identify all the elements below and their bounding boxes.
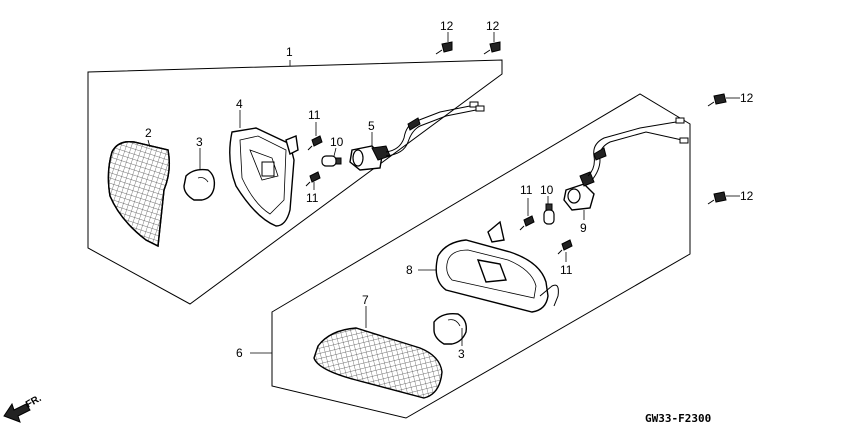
callout-4: 4 — [236, 97, 243, 111]
callout-10-lower: 10 — [540, 183, 554, 197]
callout-5: 5 — [368, 119, 375, 133]
screw-part-11-upper-b — [305, 171, 321, 187]
callout-11-upper-a: 11 — [308, 108, 321, 122]
callout-3-upper: 3 — [196, 135, 203, 149]
screw-part-11-lower-b — [557, 239, 573, 255]
direction-label: FR. — [24, 393, 44, 411]
socket-part-5 — [349, 101, 485, 171]
housing-part-4 — [229, 127, 299, 227]
callout-3-lower: 3 — [458, 347, 465, 361]
small-bulb-part-10-lower — [543, 203, 555, 225]
callout-12-top-b: 12 — [486, 19, 500, 33]
front-direction-arrow: FR. — [3, 393, 44, 423]
front-turn-signal-assembly-lower: 6 7 3 8 11 — [236, 93, 691, 419]
callout-2: 2 — [145, 126, 152, 140]
socket-part-9 — [563, 117, 689, 211]
diagram-code: GW33-F2300 — [645, 412, 711, 425]
screw-part-12-right-b — [707, 191, 727, 205]
lens-part-7 — [313, 327, 443, 399]
callout-8: 8 — [406, 263, 413, 277]
callout-11-lower-b: 11 — [560, 263, 573, 277]
callout-9: 9 — [580, 221, 587, 235]
small-bulb-part-10-upper — [321, 155, 342, 167]
screw-part-11-upper-a — [307, 135, 323, 151]
screw-part-11-lower-a — [519, 215, 535, 231]
callout-7: 7 — [362, 293, 369, 307]
bulb-part-3 — [183, 168, 216, 201]
callout-10-upper: 10 — [330, 135, 344, 149]
screw-part-12-top-a — [435, 41, 453, 55]
screw-part-12-top-b — [483, 41, 501, 55]
screw-part-12-right-a — [707, 93, 727, 107]
callout-12-right-b: 12 — [740, 189, 754, 203]
front-turn-signal-assembly-upper: 1 2 3 4 11 — [87, 45, 503, 305]
callout-1: 1 — [286, 45, 293, 59]
callout-11-lower-a: 11 — [520, 183, 533, 197]
group-outline-lower — [271, 93, 691, 419]
callout-12-right-a: 12 — [740, 91, 754, 105]
group-outline-upper — [87, 59, 503, 305]
callout-12-top-a: 12 — [440, 19, 454, 33]
housing-part-8 — [435, 220, 559, 313]
bulb-part-3-lower — [433, 312, 468, 345]
callout-6: 6 — [236, 346, 243, 360]
callout-11-upper-b: 11 — [306, 191, 319, 205]
